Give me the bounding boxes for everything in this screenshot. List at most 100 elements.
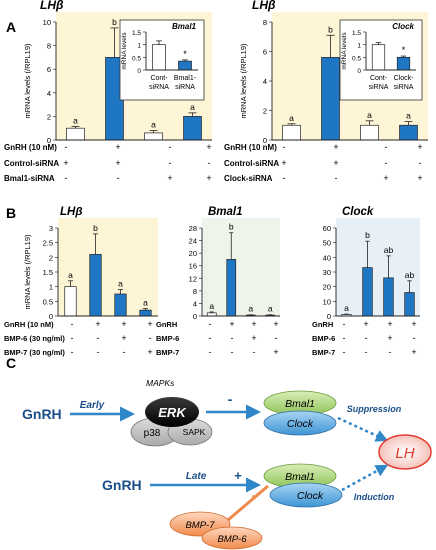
significance-letter: ab bbox=[405, 270, 415, 280]
bmp7-label: BMP-7 bbox=[185, 520, 215, 531]
condition-sign: + bbox=[206, 142, 211, 152]
condition-sign: + bbox=[121, 333, 126, 343]
condition-sign: + bbox=[363, 319, 368, 329]
bar bbox=[206, 312, 217, 317]
pathway-diagram: GnRH Early MAPKs p38 SAPK ERK - Bmal1 Cl… bbox=[22, 378, 432, 550]
condition-sign: - bbox=[413, 333, 416, 343]
condition-sign: + bbox=[63, 158, 68, 168]
condition-sign: - bbox=[343, 319, 346, 329]
bar bbox=[360, 124, 379, 141]
condition-sign: - bbox=[419, 158, 422, 168]
y-tick-label: 0 bbox=[137, 68, 141, 75]
y-tick-label: 60 bbox=[323, 224, 331, 233]
condition-sign: + bbox=[333, 142, 338, 152]
significance-letter: a bbox=[344, 303, 349, 313]
bar bbox=[64, 286, 77, 317]
condition-sign: + bbox=[147, 347, 152, 357]
y-tick-label: 4 bbox=[263, 77, 267, 86]
bar bbox=[139, 309, 152, 317]
bmp-inhibit-sign: - bbox=[252, 487, 257, 503]
bar bbox=[89, 254, 102, 317]
inset-title: Clock bbox=[392, 22, 414, 31]
chart-title: Bmal1 bbox=[208, 206, 243, 218]
bar bbox=[152, 44, 166, 71]
y-tick-label: 4 bbox=[47, 89, 51, 98]
condition-sign: + bbox=[115, 142, 120, 152]
condition-sign: + bbox=[387, 333, 392, 343]
condition-sign: + bbox=[333, 158, 338, 168]
inset-category-label: Cont- bbox=[150, 75, 168, 82]
significance-letter: b bbox=[112, 17, 117, 27]
condition-sign: - bbox=[71, 347, 74, 357]
condition-sign: + bbox=[147, 319, 152, 329]
significance-letter: a bbox=[143, 298, 148, 308]
condition-sign: - bbox=[231, 347, 234, 357]
condition-sign: - bbox=[123, 347, 126, 357]
condition-sign: - bbox=[209, 319, 212, 329]
condition-label: BMP-6 (30 ng/ml) bbox=[4, 334, 65, 343]
lh-node bbox=[378, 434, 432, 470]
condition-sign: - bbox=[283, 142, 286, 152]
chart-background bbox=[202, 218, 280, 316]
inset-category-label: siRNA bbox=[175, 84, 195, 91]
significance-letter: a bbox=[68, 270, 73, 280]
lh-label: LH bbox=[395, 445, 414, 462]
y-tick-label: 1 bbox=[49, 283, 53, 292]
condition-sign: + bbox=[417, 142, 422, 152]
condition-sign: + bbox=[229, 319, 234, 329]
panel-letter-a: A bbox=[6, 19, 16, 35]
condition-sign: + bbox=[387, 319, 392, 329]
condition-sign: - bbox=[169, 142, 172, 152]
y-tick-label: 6 bbox=[47, 65, 51, 74]
y-tick-label: 0 bbox=[357, 68, 361, 75]
condition-sign: - bbox=[365, 333, 368, 343]
y-tick-label: 2 bbox=[49, 253, 53, 262]
induction-arrow bbox=[341, 464, 389, 492]
y-tick-label: 6 bbox=[263, 48, 267, 57]
condition-label: GnRH bbox=[156, 320, 177, 329]
y-tick-label: 0.5 bbox=[132, 55, 141, 62]
condition-sign: - bbox=[208, 158, 211, 168]
y-tick-label: 0.5 bbox=[352, 55, 361, 62]
erk-label: ERK bbox=[158, 405, 187, 420]
significance-letter: a bbox=[268, 304, 273, 314]
clock-top-label: Clock bbox=[287, 418, 314, 430]
bar bbox=[282, 124, 301, 141]
condition-sign: + bbox=[411, 319, 416, 329]
significance-letter: b bbox=[229, 222, 234, 232]
bar bbox=[362, 267, 373, 317]
y-tick-label: 20 bbox=[189, 249, 197, 258]
condition-label: BMP-6 bbox=[156, 334, 179, 343]
condition-sign: - bbox=[253, 347, 256, 357]
y-tick-label: 0 bbox=[327, 312, 331, 321]
y-tick-label: 10 bbox=[43, 18, 51, 27]
condition-sign: + bbox=[95, 319, 100, 329]
condition-sign: - bbox=[385, 142, 388, 152]
y-tick-label: 0 bbox=[193, 312, 197, 321]
bar bbox=[383, 277, 394, 317]
significance-letter: a bbox=[289, 113, 294, 123]
condition-sign: + bbox=[115, 158, 120, 168]
bar bbox=[371, 44, 386, 71]
condition-label: BMP-6 bbox=[312, 334, 335, 343]
condition-label: BMP-7 bbox=[156, 348, 179, 357]
inset-category-label: Bmal1- bbox=[174, 75, 197, 82]
y-tick-label: 1.5 bbox=[43, 268, 53, 277]
significance-letter: b bbox=[365, 230, 370, 240]
y-tick-label: 50 bbox=[323, 239, 331, 248]
condition-sign: - bbox=[209, 333, 212, 343]
y-axis-label: mRNA levels (/RPL19) bbox=[239, 43, 248, 119]
y-axis-label: mRNA levels (/RPL19) bbox=[23, 43, 32, 119]
significance-letter: a bbox=[190, 102, 195, 112]
bmp-inhibit-line bbox=[227, 484, 269, 522]
panel-letter-c: C bbox=[6, 355, 16, 371]
condition-sign: + bbox=[251, 319, 256, 329]
condition-sign: + bbox=[273, 347, 278, 357]
y-tick-label: 8 bbox=[47, 42, 51, 51]
condition-label: Control-siRNA bbox=[4, 159, 59, 168]
condition-sign: - bbox=[169, 158, 172, 168]
bmal1-top-label: Bmal1 bbox=[285, 398, 315, 410]
significance-letter: * bbox=[402, 45, 406, 55]
clock-top-node bbox=[263, 410, 337, 436]
significance-letter: a bbox=[406, 111, 411, 121]
